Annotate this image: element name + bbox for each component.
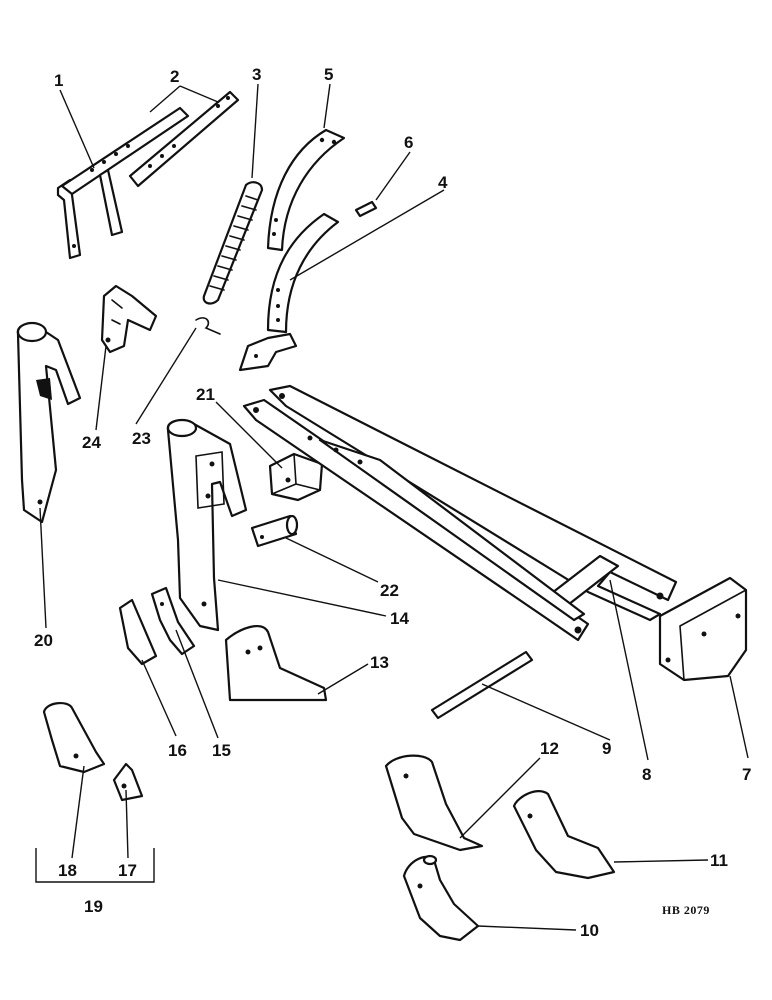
part-23-clip (195, 317, 221, 335)
callout-18: 18 (58, 861, 77, 880)
part-10-point (402, 854, 480, 942)
part-9-rod (430, 650, 534, 720)
part-14-shank (166, 418, 248, 632)
callout-13: 13 (370, 653, 389, 672)
figure-code: HB 2079 (662, 903, 710, 917)
part-8-frame (242, 384, 678, 642)
part-20-shank (16, 321, 82, 524)
part-1-bracket (56, 106, 190, 260)
part-7-plate (658, 576, 748, 682)
part-22-sleeve (250, 514, 299, 548)
part-18-holder (42, 702, 106, 774)
callout-12: 12 (540, 739, 559, 758)
callout-20: 20 (34, 631, 53, 650)
part-16-shin (118, 598, 158, 666)
callout-10: 10 (580, 921, 599, 940)
callout-23: 23 (132, 429, 151, 448)
callout-16: 16 (168, 741, 187, 760)
callout-7: 7 (742, 765, 751, 784)
part-6-pin (354, 200, 378, 218)
callout-19: 19 (84, 897, 103, 916)
callout-8: 8 (642, 765, 651, 784)
callout-6: 6 (404, 133, 413, 152)
callout-3: 3 (252, 65, 261, 84)
part-12-sweep (384, 754, 484, 852)
callout-4: 4 (438, 173, 448, 192)
part-4-standard (238, 212, 340, 372)
callout-21: 21 (196, 385, 215, 404)
part-15-shin (150, 586, 196, 656)
callout-labels: 1 2 3 5 6 4 21 24 23 22 14 20 13 16 15 9… (34, 65, 751, 940)
part-3-spring (202, 181, 264, 305)
leader-lines (35, 83, 749, 931)
part-13-shovel (224, 624, 328, 702)
callout-14: 14 (390, 609, 409, 628)
part-21-block (268, 452, 324, 502)
callout-2: 2 (170, 67, 179, 86)
part-2-straps (128, 90, 240, 188)
callout-1: 1 (54, 71, 63, 90)
callout-9: 9 (602, 739, 611, 758)
callout-17: 17 (118, 861, 137, 880)
part-17-point (112, 762, 144, 802)
callout-24: 24 (82, 433, 101, 452)
callout-15: 15 (212, 741, 231, 760)
callout-5: 5 (324, 65, 333, 84)
part-5-curved-arm (266, 128, 346, 252)
part-24-clamp (100, 284, 158, 354)
part-11-sweep (512, 790, 616, 880)
callout-22: 22 (380, 581, 399, 600)
callout-11: 11 (710, 851, 728, 870)
